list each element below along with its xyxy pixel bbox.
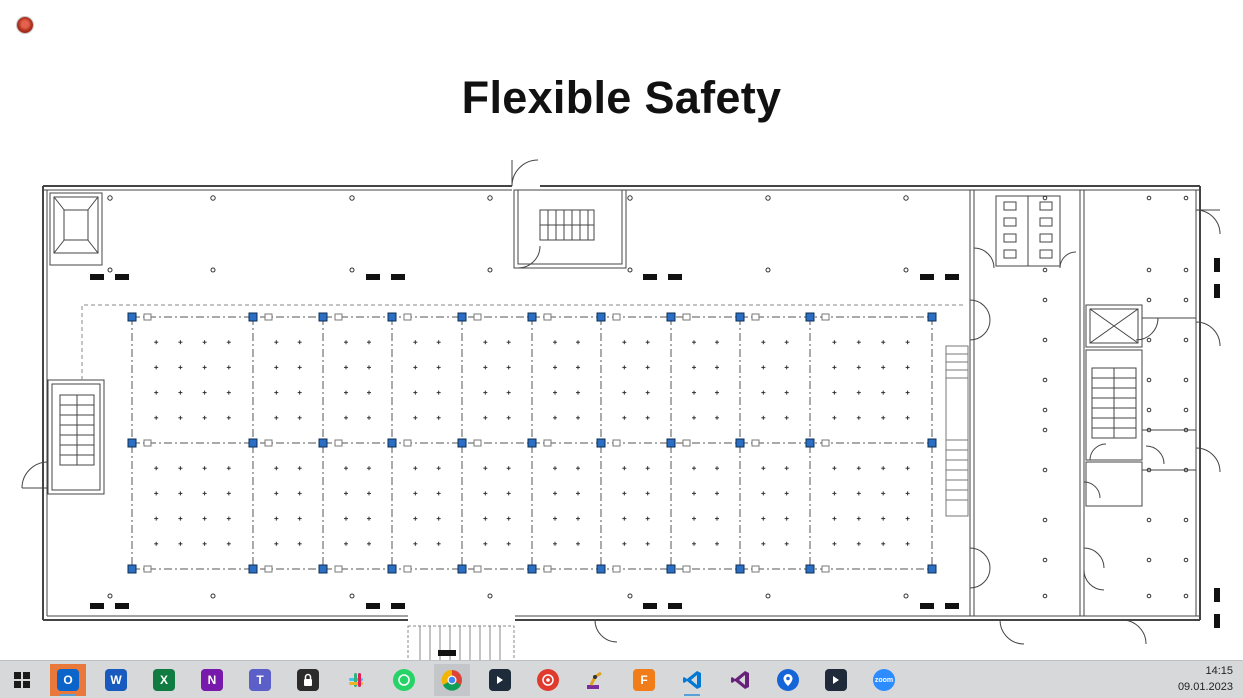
chrome-icon — [441, 669, 463, 691]
flow-app-taskbar-button[interactable] — [818, 664, 854, 696]
vscode-icon — [681, 669, 703, 691]
structural-column — [387, 564, 397, 574]
word-taskbar-button[interactable]: W — [98, 664, 134, 696]
right-service-block — [969, 190, 1221, 645]
corridor-stairs — [945, 345, 969, 517]
onenote-taskbar-button[interactable]: N — [194, 664, 230, 696]
arrow-app-icon — [489, 669, 511, 691]
visual-studio-icon — [729, 669, 751, 691]
outlook-taskbar-button[interactable]: O — [50, 664, 86, 696]
target-icon — [537, 669, 559, 691]
chrome-taskbar-button[interactable] — [434, 664, 470, 696]
visual-studio-taskbar-button[interactable] — [722, 664, 758, 696]
structural-column — [596, 312, 606, 322]
structural-column — [596, 564, 606, 574]
red-target-app-taskbar-button[interactable] — [530, 664, 566, 696]
structural-column — [387, 312, 397, 322]
clock-time: 14:15 — [1205, 665, 1233, 677]
structural-column — [805, 438, 815, 448]
structural-column — [805, 564, 815, 574]
structural-column — [318, 438, 328, 448]
slack-icon — [345, 669, 367, 691]
slack-taskbar-button[interactable] — [338, 664, 374, 696]
structural-column — [248, 312, 258, 322]
structural-column — [735, 312, 745, 322]
structural-column — [248, 438, 258, 448]
floor-plan-drawing — [21, 159, 1221, 660]
slide-title: Flexible Safety — [461, 72, 782, 123]
system-clock[interactable]: 14:15 09.01.2023 — [1153, 663, 1233, 695]
map-pin-icon — [777, 669, 799, 691]
zoom-icon: zoom — [873, 669, 895, 691]
structural-column — [127, 438, 137, 448]
structural-column — [127, 564, 137, 574]
structural-column — [666, 564, 676, 574]
record-indicator-icon[interactable] — [17, 17, 33, 33]
fusion-icon: F — [633, 669, 655, 691]
outlook-icon: O — [57, 669, 79, 691]
lift-top-left — [49, 192, 103, 266]
structural-column — [927, 312, 937, 322]
structural-column — [805, 312, 815, 322]
outer-walls — [42, 185, 1201, 621]
structural-column — [927, 564, 937, 574]
structural-column — [248, 564, 258, 574]
entrance-stairs — [407, 625, 515, 660]
flow-icon — [825, 669, 847, 691]
structural-column — [387, 438, 397, 448]
structural-column — [666, 438, 676, 448]
maps-app-taskbar-button[interactable] — [770, 664, 806, 696]
structural-column — [527, 438, 537, 448]
structural-column — [127, 312, 137, 322]
grid-marks — [90, 195, 1220, 656]
fusion-360-taskbar-button[interactable]: F — [626, 664, 662, 696]
robot-app-taskbar-button[interactable] — [578, 664, 614, 696]
start-button-taskbar-button[interactable] — [4, 664, 40, 696]
excel-taskbar-button[interactable]: X — [146, 664, 182, 696]
corridor-doors — [594, 247, 1077, 643]
whatsapp-taskbar-button[interactable] — [386, 664, 422, 696]
structural-column — [318, 564, 328, 574]
onenote-icon: N — [201, 669, 223, 691]
lock-app-taskbar-button[interactable] — [290, 664, 326, 696]
structural-column — [527, 564, 537, 574]
staircase-left — [21, 379, 105, 495]
whatsapp-icon — [393, 669, 415, 691]
staircase-top-center — [511, 159, 627, 269]
structural-column — [457, 312, 467, 322]
robot-arm-icon — [585, 669, 607, 691]
zoom-taskbar-button[interactable]: zoom — [866, 664, 902, 696]
vs-code-taskbar-button[interactable] — [674, 664, 710, 696]
app-dark-arrow-taskbar-button[interactable] — [482, 664, 518, 696]
windows-logo-icon — [14, 672, 30, 688]
structural-column — [457, 564, 467, 574]
structural-column — [666, 312, 676, 322]
structural-column — [735, 438, 745, 448]
clock-date: 09.01.2023 — [1177, 681, 1233, 693]
structural-column — [596, 438, 606, 448]
teams-icon: T — [249, 669, 271, 691]
structural-column — [735, 564, 745, 574]
structural-column — [457, 438, 467, 448]
structural-column — [927, 438, 937, 448]
word-icon: W — [105, 669, 127, 691]
teams-taskbar-button[interactable]: T — [242, 664, 278, 696]
lock-icon — [297, 669, 319, 691]
hall-dashed-outline — [81, 304, 965, 380]
structural-column — [318, 312, 328, 322]
excel-icon: X — [153, 669, 175, 691]
structural-column — [527, 312, 537, 322]
presentation-slide: Flexible Safety — [17, 17, 1221, 660]
